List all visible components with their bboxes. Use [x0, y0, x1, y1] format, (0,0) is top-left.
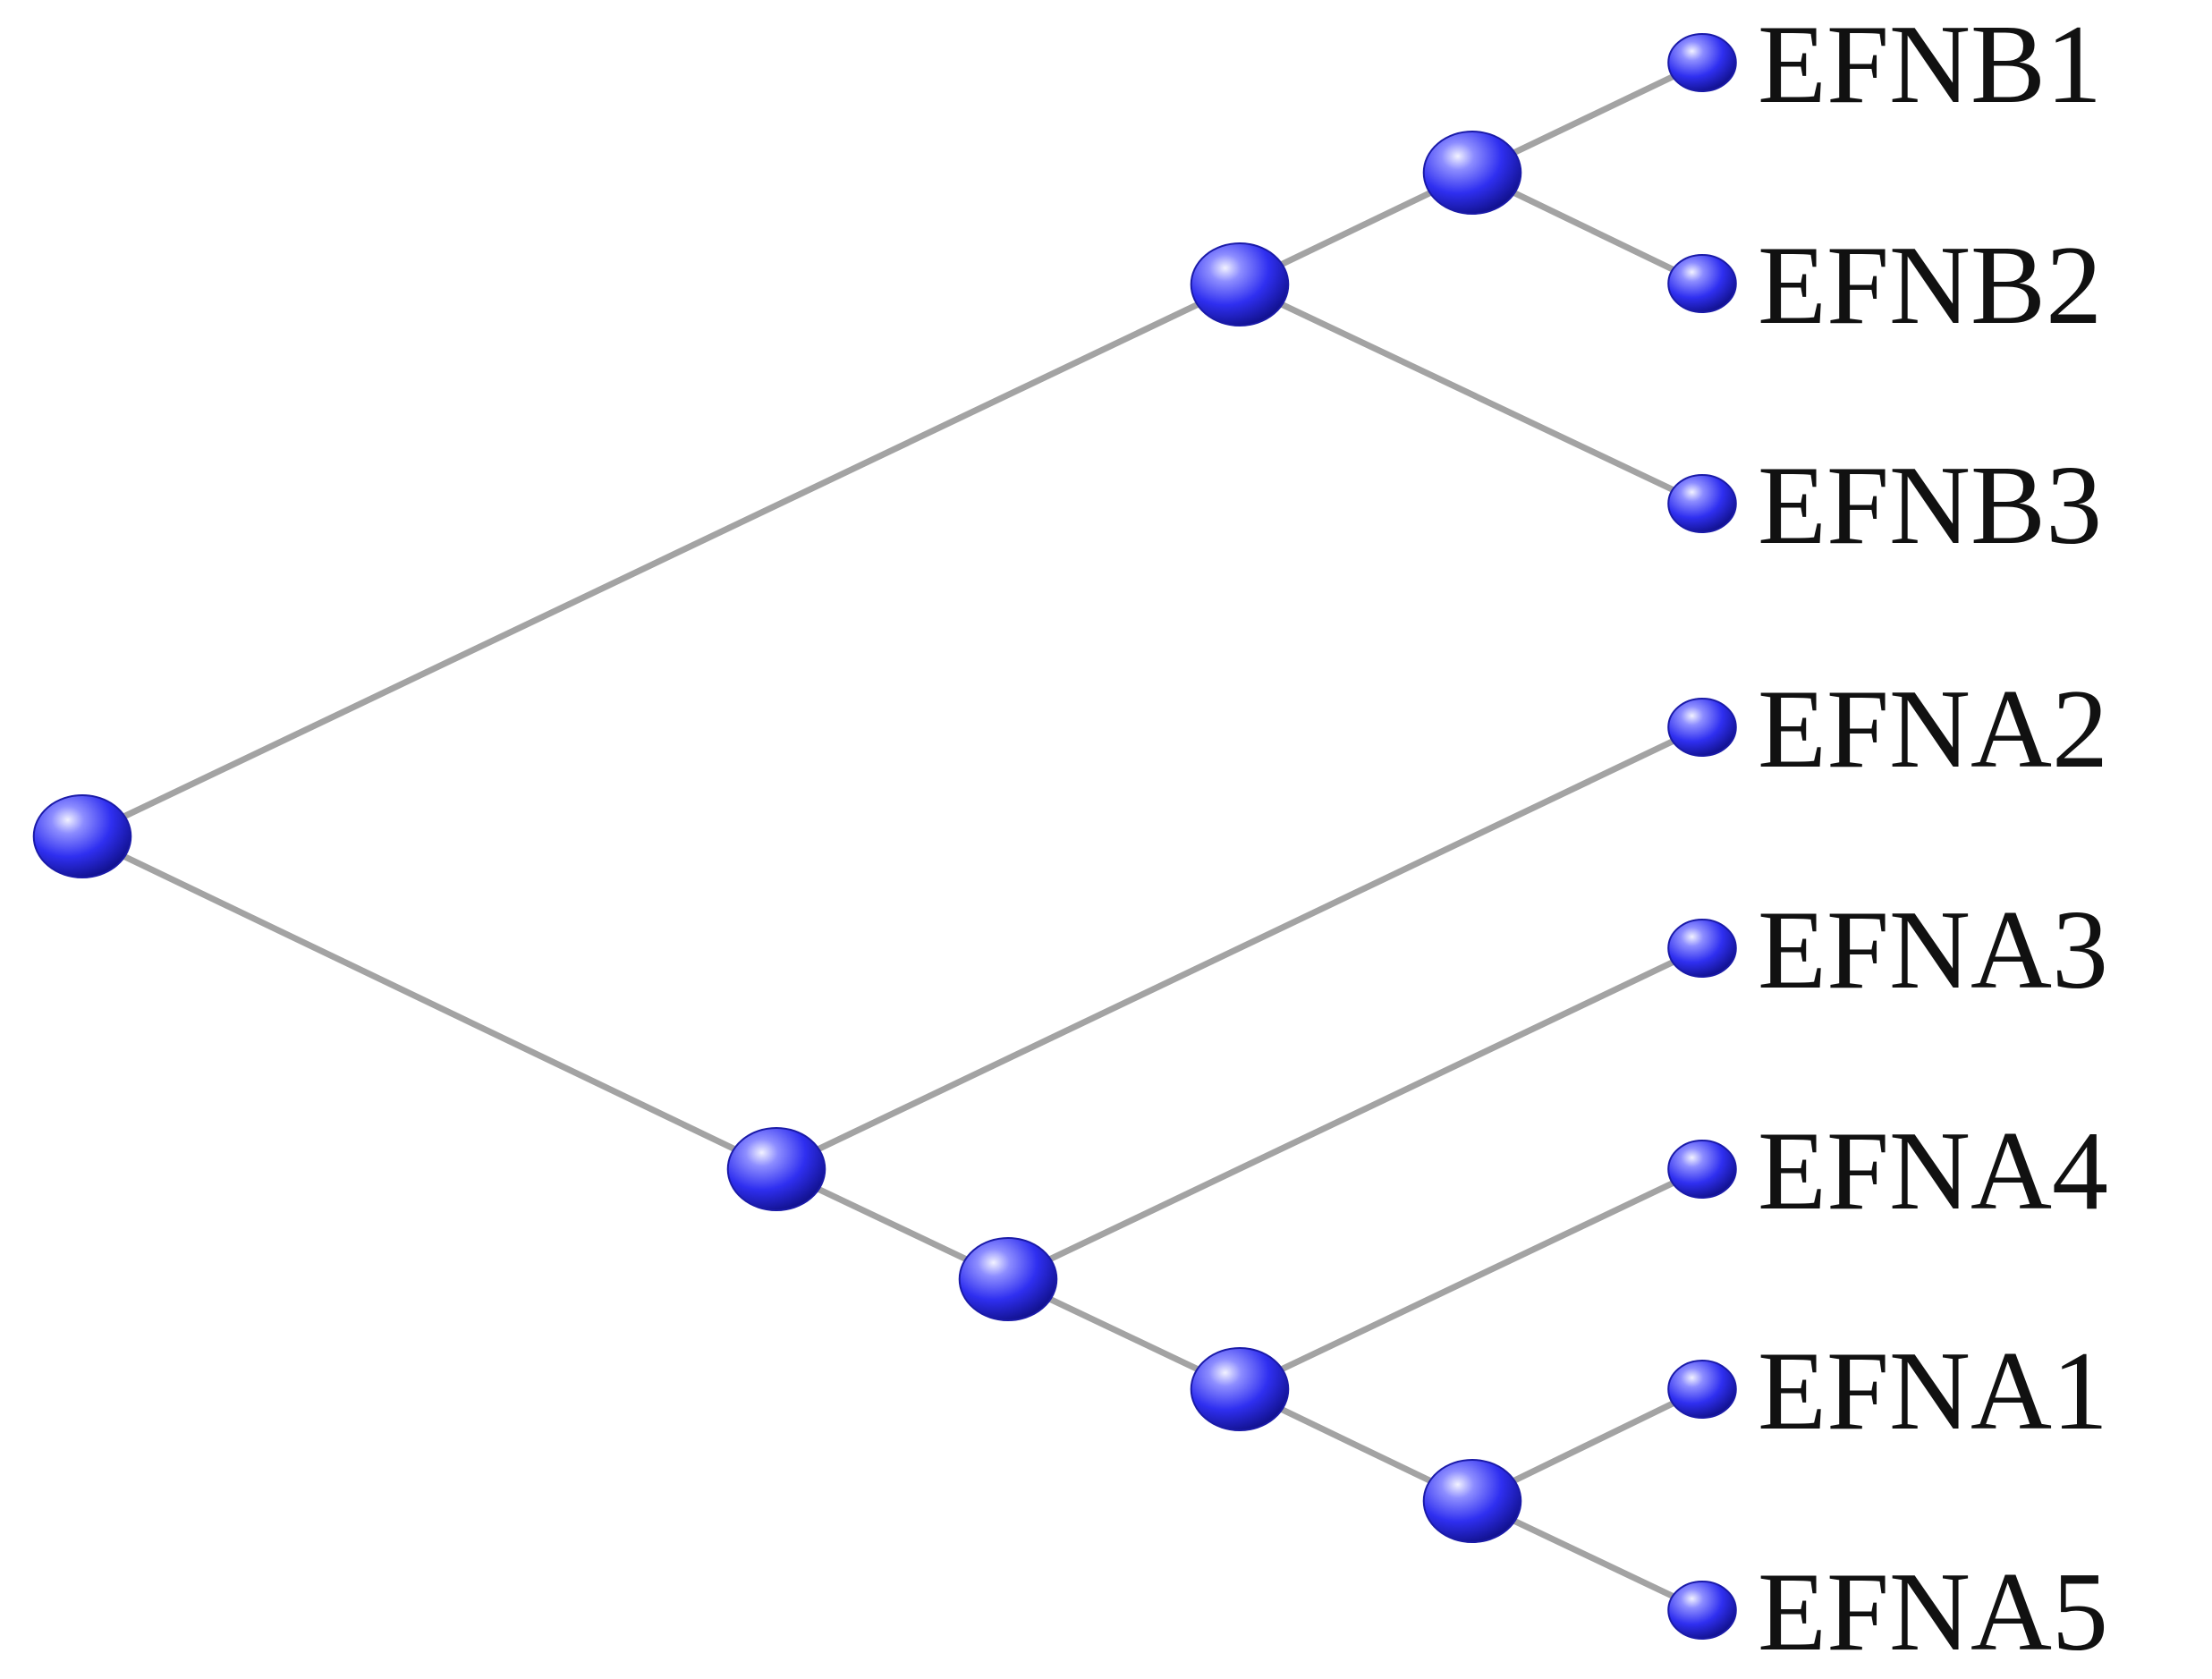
- node-efna2: [1667, 698, 1737, 757]
- leaf-label-efnb2: EFNB2: [1758, 224, 2102, 348]
- leaf-label-efna2: EFNA2: [1758, 667, 2108, 792]
- nodes-layer: [32, 33, 1737, 1640]
- node-b1_b2: [1422, 131, 1522, 215]
- edge-root-a_clade: [79, 833, 780, 1173]
- node-efnb2: [1667, 254, 1737, 313]
- node-efnb3: [1667, 474, 1737, 533]
- node-efna1: [1667, 1360, 1737, 1419]
- node-a_clade: [726, 1127, 826, 1211]
- leaf-label-efna5: EFNA5: [1758, 1550, 2108, 1675]
- node-b_clade: [1190, 242, 1290, 326]
- node-a3_group: [958, 1237, 1058, 1321]
- node-a1_a5: [1422, 1459, 1522, 1543]
- leaf-label-efna4: EFNA4: [1758, 1109, 2108, 1234]
- node-efna5: [1667, 1581, 1737, 1640]
- edge-a_clade-efna2: [773, 724, 1706, 1173]
- edge-a4_group-efna4: [1236, 1166, 1706, 1393]
- node-efna3: [1667, 919, 1737, 978]
- edge-root-b_clade: [79, 281, 1243, 840]
- edge-a3_group-efna3: [1004, 945, 1706, 1283]
- edges-layer: [79, 59, 1706, 1614]
- node-a4_group: [1190, 1347, 1290, 1431]
- node-efna4: [1667, 1140, 1737, 1199]
- edge-b_clade-efnb3: [1236, 281, 1706, 507]
- leaf-label-efnb3: EFNB3: [1758, 444, 2102, 568]
- leaf-label-efnb1: EFNB1: [1758, 3, 2102, 127]
- leaf-label-efna1: EFNA1: [1758, 1329, 2108, 1454]
- node-root: [32, 794, 132, 878]
- node-efnb1: [1667, 33, 1737, 92]
- leaf-label-efna3: EFNA3: [1758, 888, 2108, 1013]
